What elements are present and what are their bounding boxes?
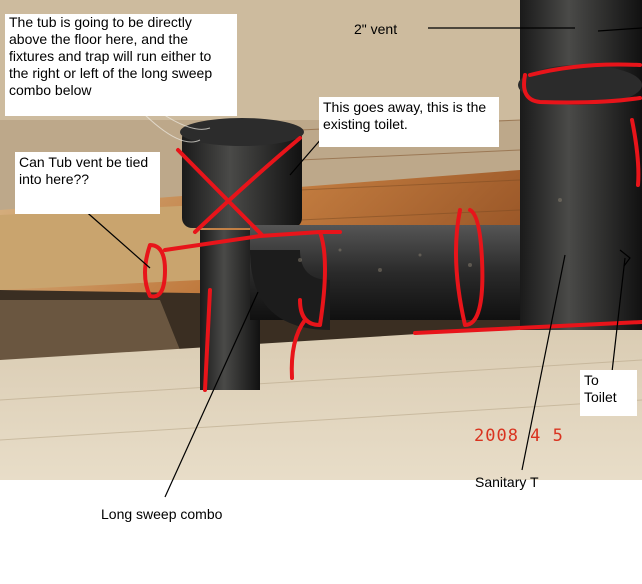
sanitary-t-label: Sanitary T	[475, 474, 539, 490]
date-stamp: 2008 4 5	[474, 426, 564, 446]
to-toilet-label: To Toilet	[580, 370, 637, 416]
tub-note: The tub is going to be directly above th…	[5, 14, 237, 116]
toilet-note: This goes away, this is the existing toi…	[319, 97, 499, 147]
vent-label: 2" vent	[354, 21, 398, 37]
long-sweep-label: Long sweep combo	[101, 506, 223, 522]
tub-vent-question: Can Tub vent be tied into here??	[15, 152, 160, 214]
